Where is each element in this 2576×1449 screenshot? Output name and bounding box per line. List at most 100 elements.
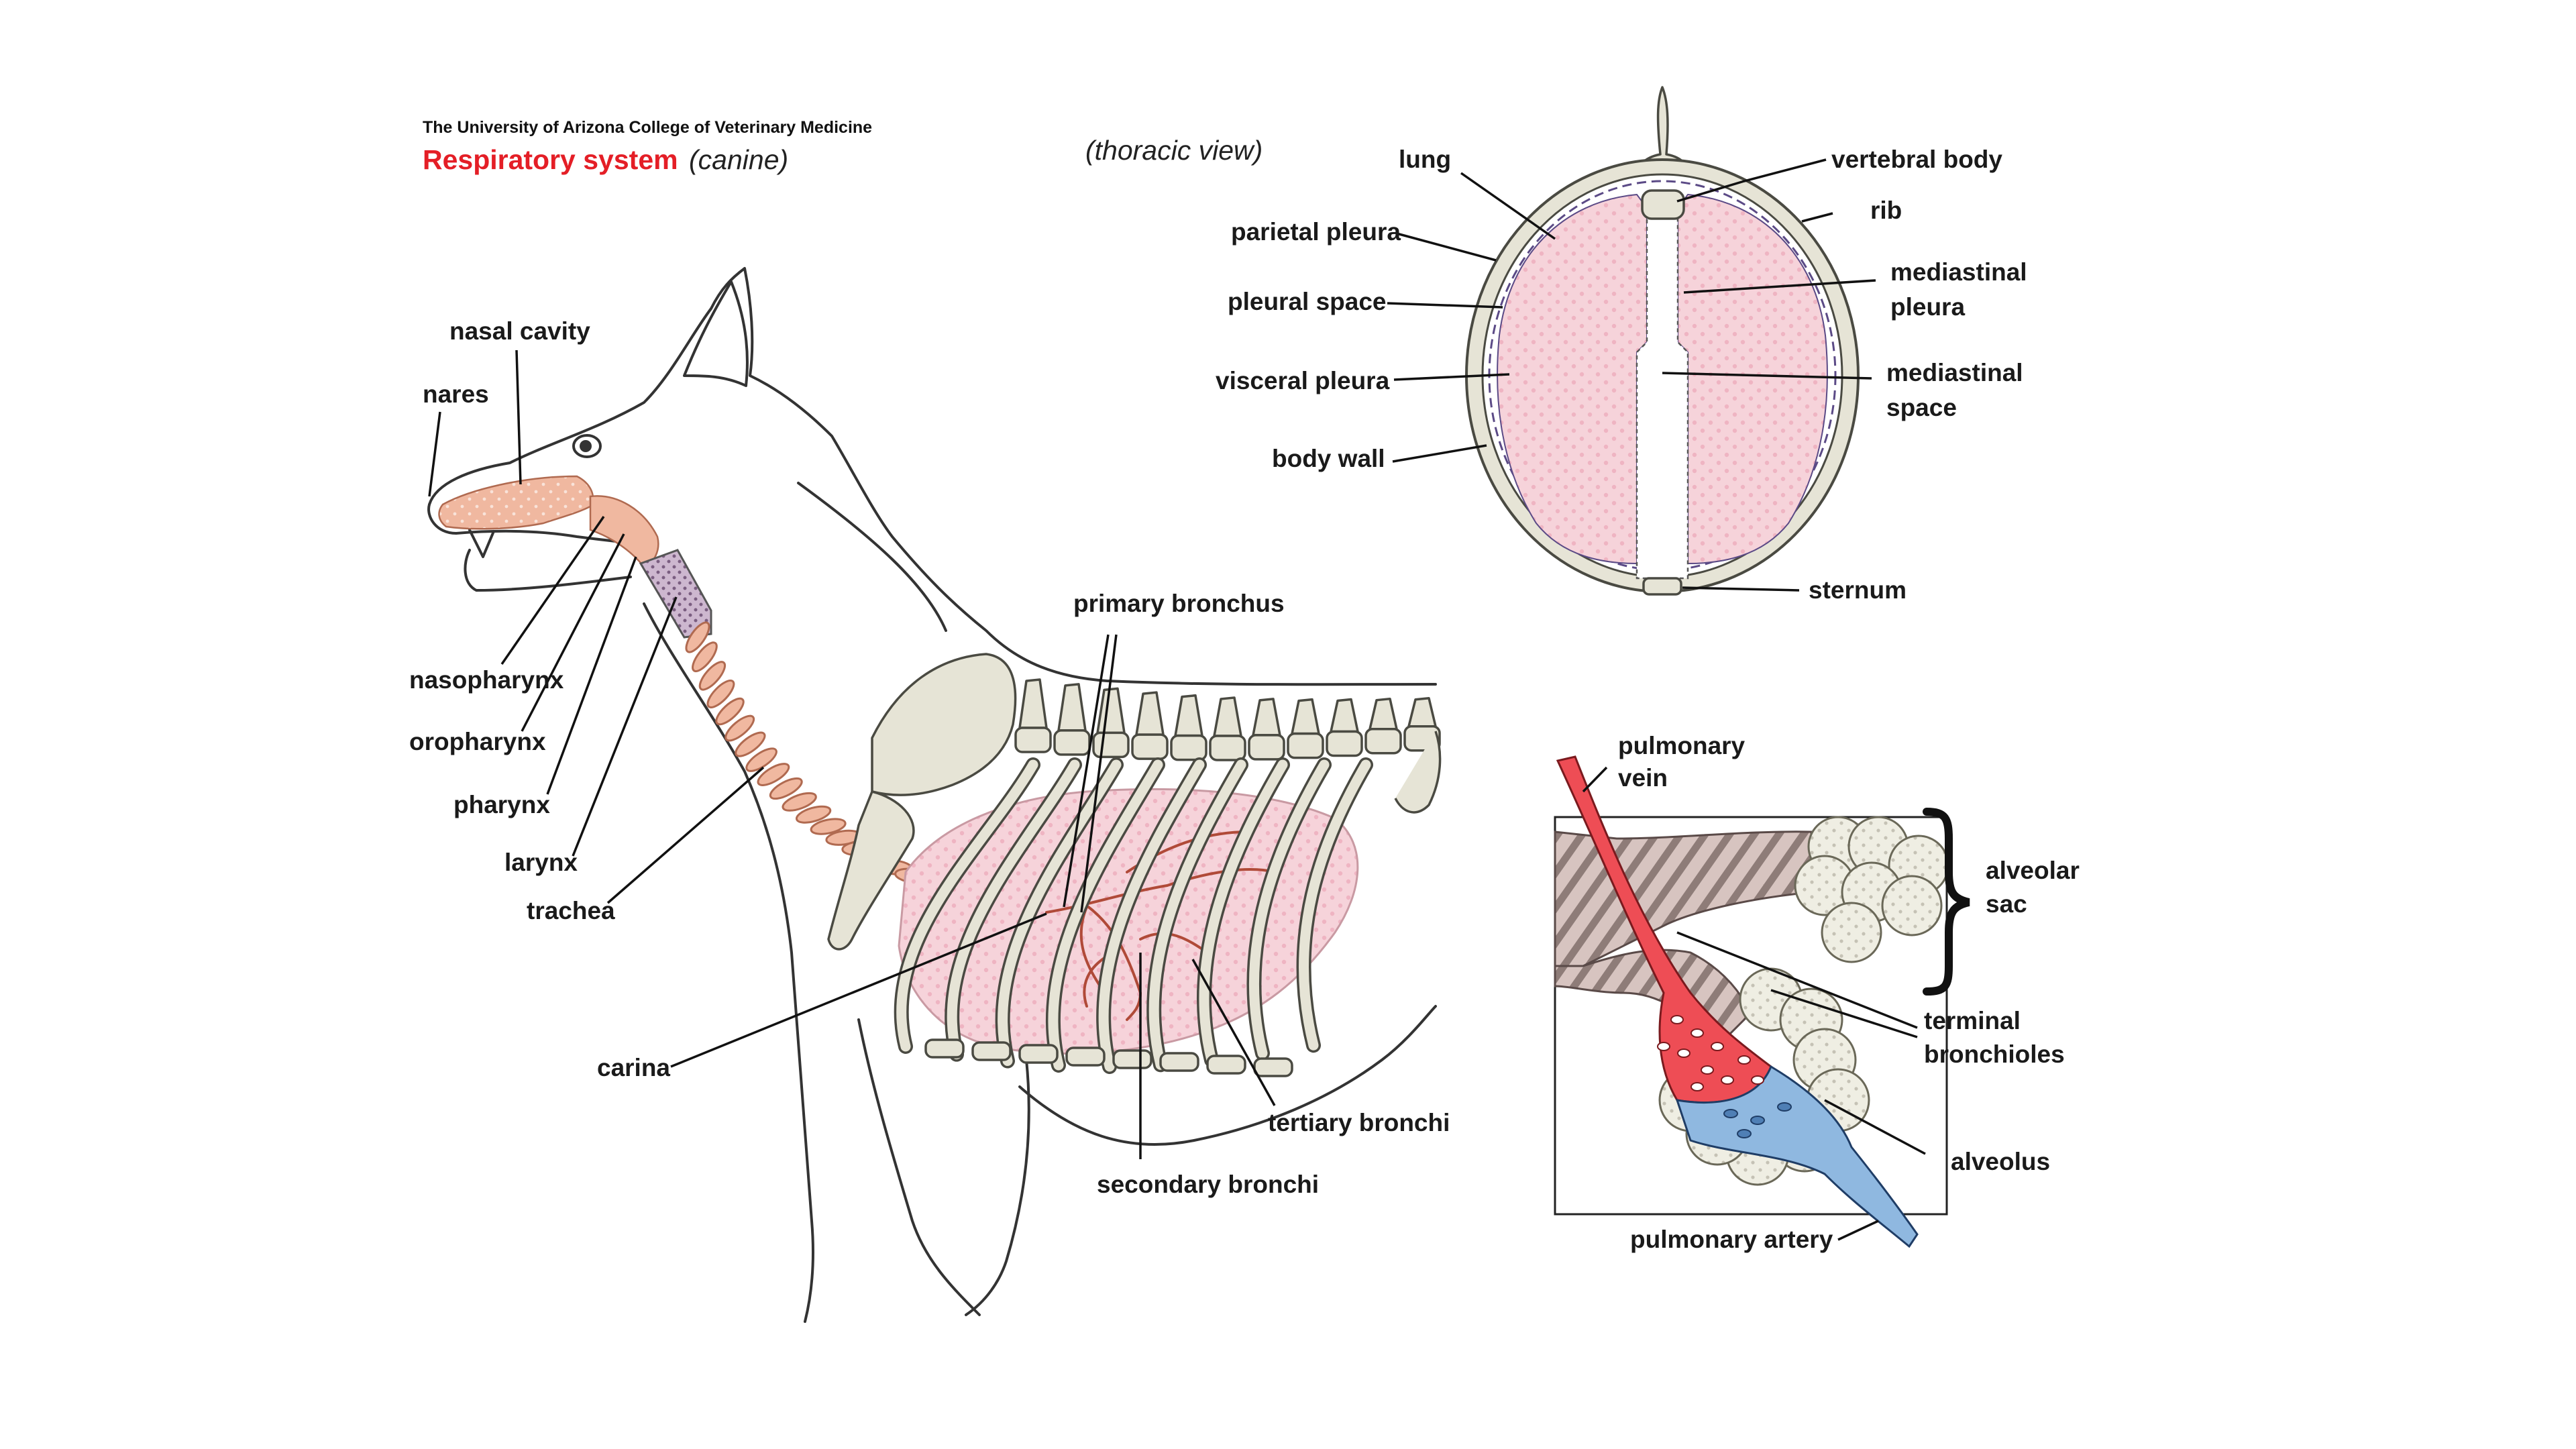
label-nasal-cavity: nasal cavity (449, 317, 590, 345)
alveolar-sac-brace (1923, 808, 1970, 996)
capillary (1690, 1082, 1704, 1091)
pelvis-edge (1394, 731, 1442, 814)
capillary-network (1657, 1015, 1792, 1138)
page-title: Respiratory system (canine) (423, 144, 788, 175)
dog-labels: nasal cavity nares nasopharynx oropharyn… (409, 317, 1450, 1198)
humerus (827, 790, 915, 951)
spinous-process (1330, 698, 1359, 733)
lead-mediastinal-pleura (1683, 279, 1876, 294)
rib-fill (1199, 759, 1288, 1065)
capillary-venule (1737, 1129, 1752, 1138)
capillary (1711, 1042, 1724, 1051)
rib-fill (1299, 759, 1371, 1051)
dog-eye (572, 434, 602, 458)
thoracic-cross-section: (thoracic view) lung vertebral body rib (1085, 86, 2027, 604)
vertebra (1248, 734, 1285, 761)
capillary (1701, 1065, 1714, 1075)
vertebra (1209, 735, 1246, 761)
trachea-ring (685, 621, 710, 653)
rib-fill (1048, 759, 1163, 1071)
capillary-venule (1750, 1116, 1765, 1125)
label-sternum: sternum (1809, 576, 1907, 604)
spinous-process (1174, 694, 1203, 737)
label-nasopharynx: nasopharynx (409, 666, 564, 694)
trachea-ring (706, 680, 735, 708)
label-terminal-bronchioles-1: terminal (1924, 1007, 2021, 1034)
trachea-ring (724, 714, 755, 742)
label-secondary-bronchi: secondary bronchi (1097, 1171, 1319, 1198)
label-alveolar-sac-2: sac (1986, 890, 2027, 918)
alveolus-upper (1821, 902, 1882, 963)
lead-rib (1801, 212, 1833, 223)
vertebra (1014, 727, 1052, 753)
trachea-ring (715, 697, 745, 726)
lead-oropharynx (521, 533, 625, 732)
alveolus-upper (1881, 875, 1943, 936)
alveolar-sac-upper (1794, 816, 1949, 963)
scapula (871, 653, 1017, 796)
sternebra (1065, 1046, 1106, 1067)
vertebra (1131, 733, 1169, 760)
thoracic-view-caption: (thoracic view) (1085, 135, 1263, 166)
label-pharynx: pharynx (453, 791, 550, 818)
lead-pleural-space (1387, 302, 1503, 309)
label-alveolar-sac-1: alveolar (1986, 857, 2080, 884)
label-lung: lung (1399, 146, 1451, 173)
label-trachea: trachea (527, 897, 615, 924)
sternebra (924, 1038, 965, 1059)
rib-fill (947, 759, 1080, 1060)
vertebra (1170, 734, 1208, 761)
label-tertiary-bronchi: tertiary bronchi (1268, 1109, 1450, 1136)
sternebra (971, 1041, 1012, 1061)
rib-fill (1148, 759, 1246, 1070)
lead-nasopharynx (500, 516, 605, 665)
bronchial-tree (1045, 830, 1276, 1021)
lead-visceral-pleura (1393, 373, 1510, 381)
capillary (1677, 1049, 1690, 1058)
label-alveolus: alveolus (1951, 1148, 2050, 1175)
trachea-ring (795, 805, 832, 824)
dog-neck-front (643, 602, 814, 1323)
lead-larynx (572, 596, 678, 857)
capillary (1737, 1055, 1751, 1065)
lung-left (1497, 193, 1648, 565)
trachea-ring (745, 747, 777, 772)
trachea-ring (782, 792, 817, 812)
label-pulmonary-vein-2: vein (1618, 764, 1668, 792)
label-pleural-space: pleural space (1228, 288, 1387, 315)
sternebra (1206, 1055, 1246, 1075)
lead-lung (1460, 172, 1556, 240)
sternebra (1159, 1052, 1199, 1072)
label-rib: rib (1870, 197, 1902, 224)
lead-pulmonary-vein (1582, 766, 1608, 793)
label-nares: nares (423, 380, 489, 408)
capillary (1670, 1015, 1684, 1024)
lead-sternum (1682, 586, 1800, 592)
sternebra (1018, 1044, 1059, 1064)
trachea-ring (757, 763, 790, 786)
capillary-venule (1777, 1102, 1792, 1112)
spinous-process (1135, 691, 1165, 736)
label-mediastinal-space-2: space (1886, 394, 1957, 421)
vertebra (1326, 730, 1363, 757)
lead-tertiary-bronchi (1191, 959, 1276, 1106)
trachea-ring (769, 777, 803, 800)
label-carina: carina (597, 1054, 670, 1081)
vertebra (1287, 732, 1324, 759)
spinous-process (1096, 687, 1126, 735)
lead-mediastinal-space (1662, 372, 1872, 380)
label-primary-bronchus: primary bronchus (1073, 590, 1285, 617)
capillary (1690, 1028, 1704, 1038)
nasal-cavity-shape (438, 475, 594, 530)
label-parietal-pleura: parietal pleura (1231, 218, 1401, 246)
capillary (1751, 1075, 1764, 1085)
rib-cage (894, 757, 1373, 1074)
lead-pharynx (546, 556, 637, 795)
vertebra (1053, 729, 1091, 756)
lead-vertebral-body (1676, 158, 1827, 203)
lead-primary-bronchus-a (1063, 634, 1110, 908)
spinous-process (1213, 696, 1242, 737)
sternum-lateral (924, 1038, 1293, 1077)
label-larynx: larynx (504, 849, 578, 876)
